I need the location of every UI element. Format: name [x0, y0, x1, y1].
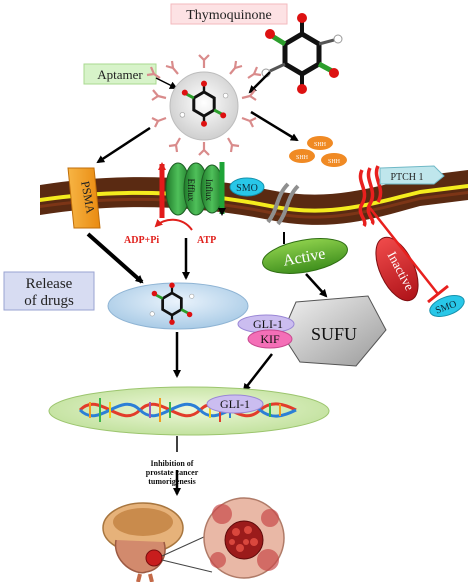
ptch1-tag: PTCH 1: [379, 165, 445, 185]
inhibition-line3: tumorigenesis: [148, 477, 196, 486]
shh-label-2: SHH: [296, 155, 309, 161]
dna-transcription-oval: GLI-1: [48, 386, 330, 436]
atp-hydrolysis: ADP+Pi ATP: [124, 218, 216, 246]
release-line2: of drugs: [24, 293, 74, 309]
arrow-aptamer-label: [155, 77, 178, 89]
transmembrane-gray-protein: [266, 182, 300, 226]
smo-inactive: SMO: [429, 295, 465, 317]
arrow-psma-to-release: [86, 232, 144, 284]
aptamer-y-shapes: [146, 54, 262, 156]
efflux-label: Efflux: [186, 179, 196, 202]
thymoquinone-molecule-icon: [261, 13, 343, 94]
smo-membrane: SMO: [229, 177, 265, 197]
aptamer-label: Aptamer: [97, 67, 143, 82]
aptamer-molecule-icon: [179, 80, 229, 127]
inhibition-text: Inhibition of prostate cancer tumorigene…: [146, 459, 199, 486]
prostate-illustration: [102, 502, 184, 583]
release-of-drugs-box: Release of drugs: [3, 271, 95, 311]
arrow-gli-to-dna: [242, 353, 273, 392]
ptch-inhibition-line: [369, 207, 449, 304]
aptamer-label-box: Aptamer: [83, 63, 157, 85]
tumor-zoom-illustration: [203, 497, 285, 579]
atp-label: ATP: [197, 235, 216, 246]
ptch1-label: PTCH 1: [390, 172, 423, 183]
inhibition-line1: Inhibition of: [151, 459, 194, 468]
inactive-state: Inactive: [375, 236, 419, 302]
psma-label: PSMA: [78, 180, 98, 215]
release-ellipse: [107, 282, 249, 330]
ptch-receptor-coils: [358, 165, 383, 227]
inhibition-line2: prostate cancer: [146, 468, 199, 477]
arrow-thymo-to-aptamer: [248, 71, 271, 94]
kif-label: KIF: [260, 332, 280, 346]
active-state: Active: [262, 238, 348, 274]
zoom-line-1: [161, 535, 207, 557]
arrow-aptamer-to-shh: [250, 110, 299, 142]
thymoquinone-label-box: Thymoquinone: [170, 3, 288, 25]
adp-pi-label: ADP+Pi: [124, 235, 159, 246]
thymoquinone-label: Thymoquinone: [186, 8, 272, 23]
gli1-top-label: GLI-1: [253, 317, 283, 331]
release-line1: Release: [26, 276, 73, 292]
gli1-dna-label: GLI-1: [220, 397, 250, 411]
aptamer-complex: [146, 54, 262, 156]
smo-membrane-label: SMO: [236, 183, 258, 194]
shh-label-1: SHH: [314, 142, 327, 148]
arrow-aptamer-to-psma: [96, 126, 151, 164]
shh-label-3: SHH: [328, 159, 341, 165]
released-molecule-icon: [149, 282, 195, 325]
efflux-influx-channel: Efflux Influx: [158, 162, 226, 218]
sufu-complex: SUFU GLI-1 KIF: [237, 295, 387, 367]
shh-ligands: SHH SHH SHH: [289, 136, 347, 167]
psma-receptor: PSMA: [67, 167, 101, 229]
sufu-label: SUFU: [311, 324, 357, 344]
arrow-active-to-sufu: [305, 273, 328, 298]
zoom-line-2: [161, 559, 213, 573]
influx-label: Influx: [204, 179, 214, 201]
